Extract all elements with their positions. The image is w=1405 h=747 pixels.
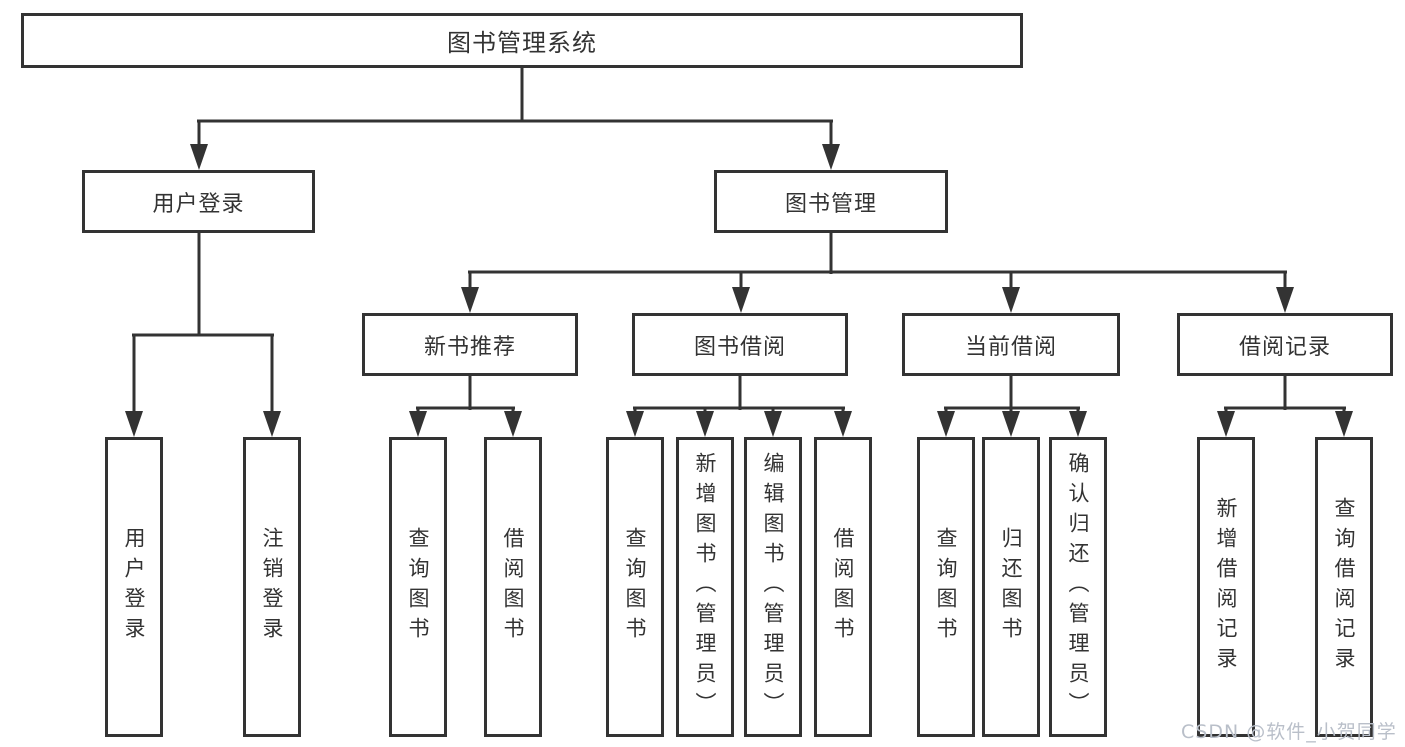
node-book-borrow: 图书借阅 [632, 313, 848, 376]
leaf-recommend-borrow-book-label: 借阅图书 [501, 527, 525, 647]
leaf-logout: 注销登录 [243, 437, 301, 737]
node-root-label: 图书管理系统 [447, 29, 597, 57]
node-book-management: 图书管理 [714, 170, 948, 233]
leaf-borrow-book: 借阅图书 [814, 437, 872, 737]
watermark: CSDN @软件_小贺同学 [1181, 721, 1397, 743]
leaf-confirm-return-admin-label: 确认归还（管理员） [1066, 452, 1090, 722]
node-borrow-records-label: 借阅记录 [1238, 334, 1331, 360]
leaf-logout-label: 注销登录 [260, 527, 284, 647]
leaf-edit-book-admin-label: 编辑图书（管理员） [761, 452, 785, 722]
leaf-query-borrow-record: 查询借阅记录 [1315, 437, 1373, 737]
node-book-management-label: 图书管理 [784, 191, 877, 217]
node-new-book-recommend: 新书推荐 [362, 313, 578, 376]
node-book-borrow-label: 图书借阅 [693, 334, 786, 360]
leaf-return-book-label: 归还图书 [999, 527, 1023, 647]
leaf-confirm-return-admin: 确认归还（管理员） [1049, 437, 1107, 737]
leaf-borrow-book-label: 借阅图书 [831, 527, 855, 647]
leaf-add-book-admin-label: 新增图书（管理员） [693, 452, 717, 722]
node-root: 图书管理系统 [21, 13, 1023, 68]
node-current-borrow: 当前借阅 [902, 313, 1120, 376]
leaf-recommend-borrow-book: 借阅图书 [484, 437, 542, 737]
leaf-add-borrow-record: 新增借阅记录 [1197, 437, 1255, 737]
leaf-borrow-query-book-label: 查询图书 [623, 527, 647, 647]
node-user-login-branch: 用户登录 [82, 170, 315, 233]
leaf-return-book: 归还图书 [982, 437, 1040, 737]
leaf-current-query-book: 查询图书 [917, 437, 975, 737]
leaf-user-login-label: 用户登录 [122, 527, 146, 647]
leaf-edit-book-admin: 编辑图书（管理员） [744, 437, 802, 737]
leaf-recommend-query-book-label: 查询图书 [406, 527, 430, 647]
leaf-user-login: 用户登录 [105, 437, 163, 737]
leaf-recommend-query-book: 查询图书 [389, 437, 447, 737]
node-new-book-recommend-label: 新书推荐 [423, 334, 516, 360]
leaf-add-book-admin: 新增图书（管理员） [676, 437, 734, 737]
node-borrow-records: 借阅记录 [1177, 313, 1393, 376]
node-user-login-branch-label: 用户登录 [152, 191, 245, 217]
leaf-query-borrow-record-label: 查询借阅记录 [1332, 497, 1356, 677]
node-current-borrow-label: 当前借阅 [964, 334, 1057, 360]
leaf-add-borrow-record-label: 新增借阅记录 [1214, 497, 1238, 677]
leaf-borrow-query-book: 查询图书 [606, 437, 664, 737]
leaf-current-query-book-label: 查询图书 [934, 527, 958, 647]
